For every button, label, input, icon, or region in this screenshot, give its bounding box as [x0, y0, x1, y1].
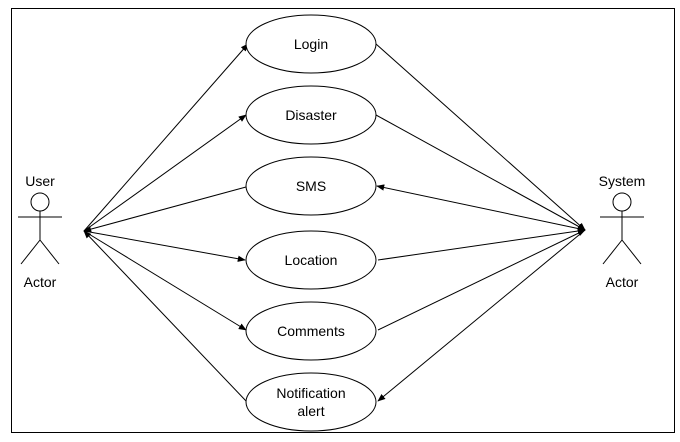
assoc-user-location [83, 230, 246, 262]
use-case-location-shape [245, 230, 377, 290]
use-case-notification-alert-label-line1: Notification [276, 385, 345, 401]
use-case-login: Login [245, 14, 377, 74]
actor-system-name: System [599, 173, 646, 189]
actor-system: System Actor [599, 173, 646, 290]
use-case-location-label: Location [285, 252, 338, 268]
use-case-location: Location [245, 230, 377, 290]
actor-user-head [30, 192, 50, 212]
actor-system-leg-right [621, 239, 642, 265]
use-case-login-shape [245, 14, 377, 74]
actor-user-role: Actor [24, 274, 57, 290]
actor-system-role: Actor [606, 274, 639, 290]
assoc-user-disaster [83, 114, 247, 232]
assoc-system-location [377, 227, 586, 261]
use-case-login-label: Login [294, 36, 328, 52]
use-case-notification-alert-label-line2: alert [297, 403, 324, 419]
assoc-user-comments [83, 230, 247, 331]
use-case-comments-label: Comments [277, 323, 345, 339]
actor-system-leg-left [602, 239, 623, 265]
actor-user: User Actor [18, 173, 62, 290]
assoc-user-sms [83, 186, 247, 233]
actor-user-name: User [25, 173, 55, 189]
use-case-disaster: Disaster [245, 85, 377, 145]
use-case-notification-alert: Notification alert [245, 372, 377, 432]
assoc-system-sms [376, 184, 586, 231]
assoc-system-disaster [375, 114, 586, 231]
use-case-sms-label: SMS [296, 178, 326, 194]
assoc-user-notification [83, 230, 248, 403]
use-case-disaster-shape [245, 85, 377, 145]
assoc-system-notification [377, 229, 586, 402]
use-case-sms-shape [245, 156, 377, 216]
use-case-sms: SMS [245, 156, 377, 216]
use-case-notification-alert-shape [245, 372, 377, 432]
assoc-system-login [375, 43, 586, 231]
use-case-comments-shape [245, 301, 377, 361]
actor-user-leg-left [20, 239, 41, 265]
actor-user-leg-right [39, 239, 60, 265]
use-case-disaster-label: Disaster [285, 107, 337, 123]
actor-system-head [612, 192, 632, 212]
assoc-system-comments [377, 229, 586, 331]
use-case-comments: Comments [245, 301, 377, 361]
assoc-user-login [83, 43, 249, 232]
diagram-frame [11, 8, 675, 433]
